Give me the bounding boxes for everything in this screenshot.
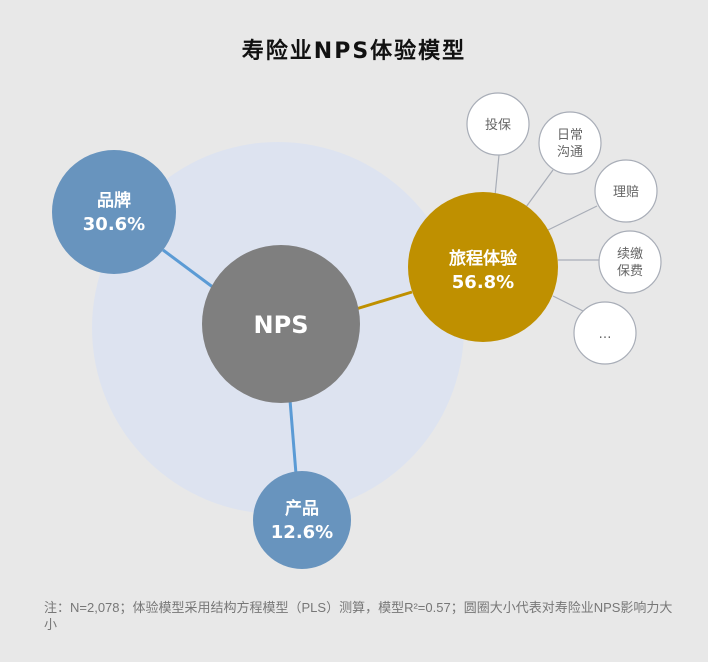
driver-journey: 旅程体验 56.8% — [408, 192, 558, 342]
driver-brand: 品牌 30.6% — [52, 150, 176, 274]
journey-item-circle — [594, 159, 658, 223]
journey-item-label: 沟通 — [557, 145, 583, 160]
link-journey-item — [547, 205, 598, 231]
link-journey-item — [525, 169, 554, 208]
link-journey-item — [494, 154, 500, 197]
journey-item-label: 理赔 — [613, 185, 639, 200]
driver-product: 产品 12.6% — [253, 471, 351, 569]
link-product-nps — [288, 399, 298, 475]
journey-item-circle — [538, 111, 602, 175]
journey-item-label: 日常 — [557, 128, 583, 143]
nps-center: NPS — [202, 245, 360, 403]
journey-item-label: 保费 — [617, 264, 643, 279]
driver-label: 旅程体验 — [449, 248, 518, 269]
link-journey-nps — [355, 290, 413, 311]
link-brand-nps — [162, 248, 215, 290]
driver-value: 12.6% — [271, 522, 333, 543]
journey-item-label: … — [599, 327, 612, 342]
journey-item-circle — [573, 301, 637, 365]
driver-value: 56.8% — [452, 272, 514, 293]
journey-item-circle — [466, 92, 530, 156]
journey-item-label: 投保 — [485, 117, 511, 133]
driver-value: 30.6% — [83, 214, 145, 235]
driver-label: 产品 — [285, 498, 319, 519]
footnote: 注：N=2,078；体验模型采用结构方程模型（PLS）测算，模型R²=0.57；… — [44, 600, 673, 632]
journey-item-circle — [598, 230, 662, 294]
link-journey-item — [552, 295, 586, 313]
journey-item-label: 续缴 — [617, 247, 643, 262]
driver-label: 品牌 — [97, 190, 131, 211]
diagram-title: 寿险业NPS体验模型 — [242, 38, 466, 64]
nps-label: NPS — [254, 311, 309, 339]
